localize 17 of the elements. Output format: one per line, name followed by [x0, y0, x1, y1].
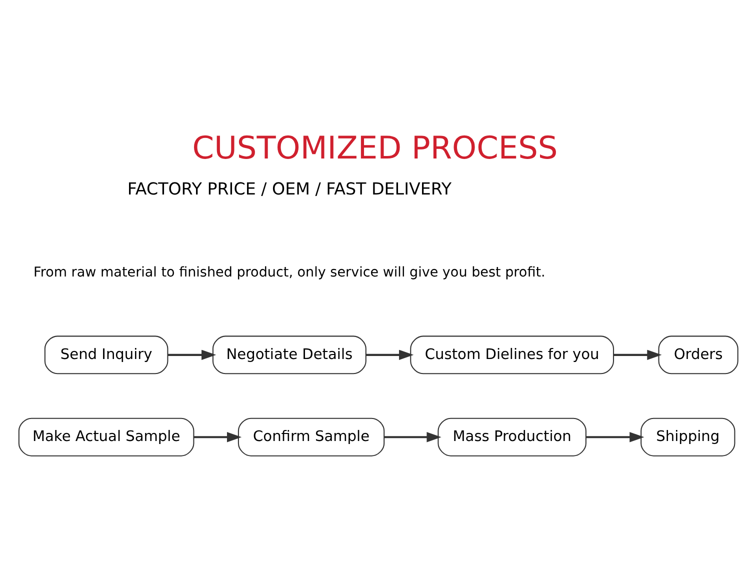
diagram-title: CUSTOMIZED PROCESS [192, 130, 558, 166]
label: FACTORY PRICE / OEM / FAST DELIVERY [127, 178, 452, 198]
node-box: Send Inquiry [44, 335, 168, 374]
arrow [194, 432, 242, 442]
node-box: Mass Production [438, 417, 586, 456]
node-box: Shipping [640, 417, 736, 456]
node-box: Confirm Sample [238, 417, 385, 456]
arrow [614, 349, 662, 360]
node-box: Make Actual Sample [18, 417, 194, 456]
arrow [384, 432, 442, 442]
node-box: Orders [658, 335, 738, 374]
label: From raw material to finished product, only service will give you best profit. [34, 264, 546, 280]
arrow [586, 432, 644, 442]
node-box: Negotiate Details [212, 335, 366, 374]
node-box: Custom Dielines for you [410, 335, 614, 374]
arrow [168, 349, 216, 360]
arrow [366, 349, 414, 360]
